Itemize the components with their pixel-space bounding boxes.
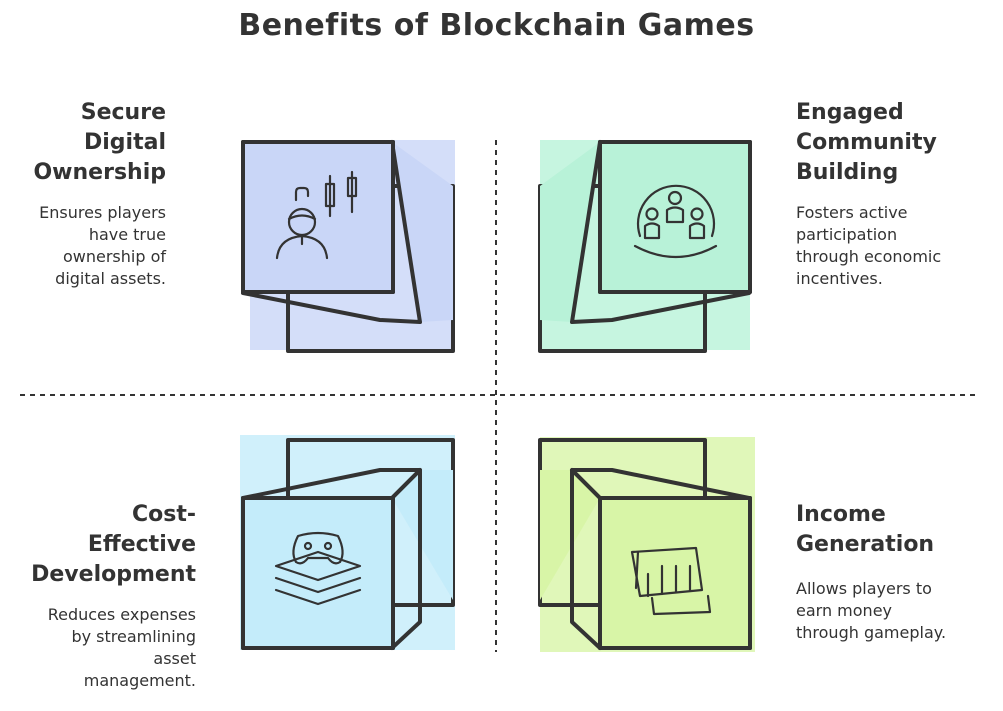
development-card [240,435,455,650]
income-card [538,437,755,652]
page-title: Benefits of Blockchain Games [238,8,755,43]
ownership-card [241,140,455,353]
community-card [538,140,752,353]
community-group-icon [633,184,718,259]
community-heading: Engaged Community Building [796,100,937,185]
fist-icon [630,546,712,616]
ownership-description: Ensures players have true ownership of d… [39,203,166,288]
income-description: Allows players to earn money through gam… [796,579,947,642]
ownership-heading: Secure Digital Ownership [33,100,166,185]
community-description: Fosters active participation through eco… [796,203,942,288]
development-description: Reduces expenses by streamlining asset m… [47,605,196,690]
development-heading: Cost- Effective Development [31,502,196,587]
income-heading: Income Generation [796,502,935,557]
gamepad-layers-icon [274,531,362,606]
trader-chart-icon [275,170,358,260]
